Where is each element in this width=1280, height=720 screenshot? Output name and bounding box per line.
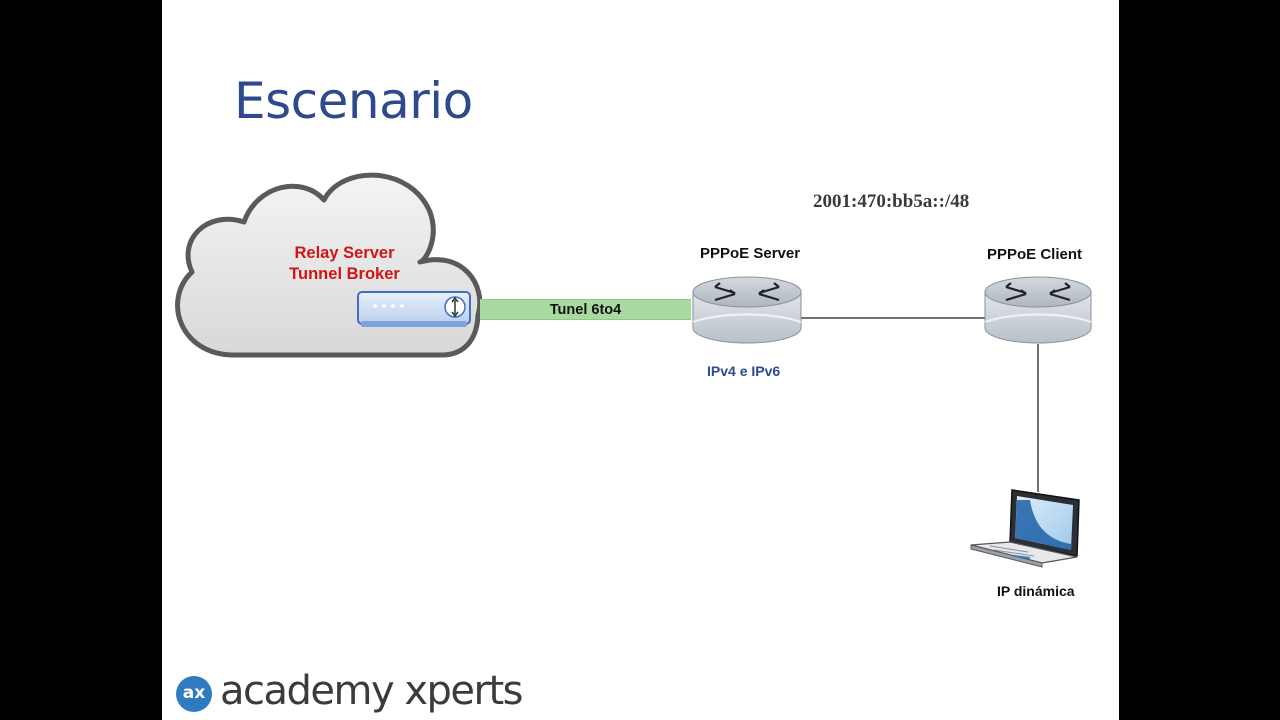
tunnel-6to4-link: Tunel 6to4 [480,299,691,320]
academy-xperts-logo-icon: ax [176,676,212,712]
pppoe-server-ip-label: IPv4 e IPv6 [707,363,781,379]
slide: Escenario 2001:470:bb5a::/48 [162,0,1119,720]
laptop-icon [970,489,1080,568]
pppoe-server-router-icon [692,276,802,344]
brand-name: academy xperts [220,668,524,714]
relay-server-label: Relay Server Tunnel Broker [257,243,432,285]
pppoe-client-router-icon [984,276,1092,344]
relay-server-device-icon [357,291,471,327]
relay-server-label-line2: Tunnel Broker [289,265,400,283]
pppoe-client-label: PPPoE Client [987,246,1083,263]
ipv6-prefix-label: 2001:470:bb5a::/48 [813,191,970,212]
slide-title: Escenario [234,72,473,130]
laptop-ip-label: IP dinámica [997,583,1075,599]
network-diagram [175,172,1092,568]
relay-server-label-line1: Relay Server [294,244,395,262]
pppoe-server-label: PPPoE Server [700,245,801,262]
